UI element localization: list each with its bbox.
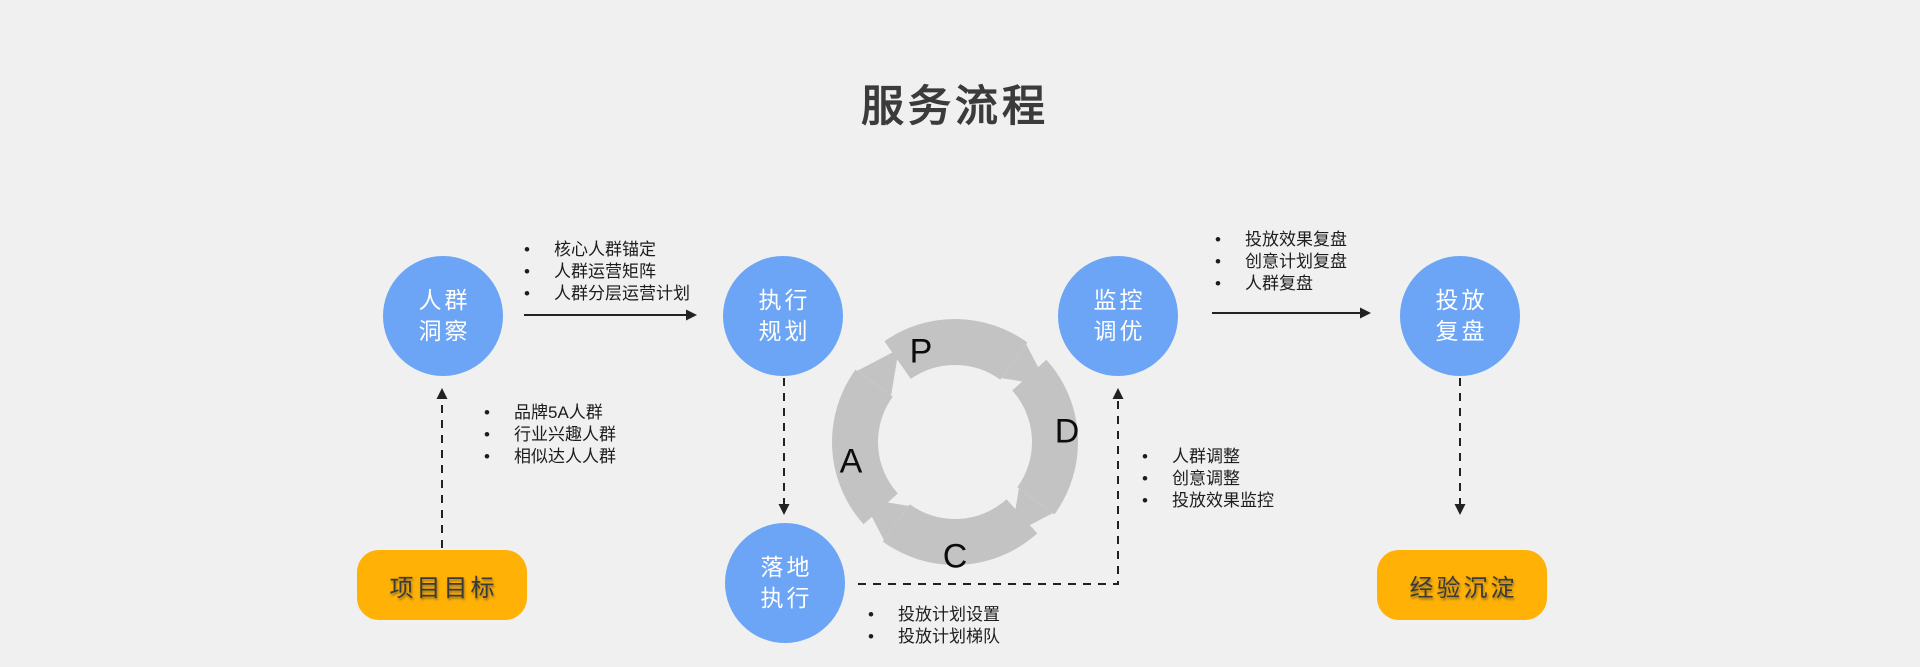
box-label: 项目目标 [389, 574, 498, 602]
list-item: 核心人群锚定 [524, 239, 690, 261]
pdca-letter-p: P [909, 332, 933, 371]
list-item: 行业兴趣人群 [484, 424, 616, 446]
node-label-line1: 投放 [1435, 287, 1488, 313]
list-item: 投放效果监控 [1142, 490, 1274, 512]
pdca-arc-do [1011, 359, 1078, 535]
node-label-line2: 规划 [758, 318, 811, 344]
list-item: 人群运营矩阵 [524, 261, 690, 283]
box-experience-accumulation: 经验沉淀 [1377, 550, 1547, 620]
pdca-letter-d: D [1054, 412, 1080, 451]
list-item: 人群分层运营计划 [524, 283, 690, 305]
node-landing-execution: 落地 执行 [725, 523, 845, 643]
list-item: 投放计划设置 [868, 604, 1000, 626]
list-monitoring-to-review: 投放效果复盘 创意计划复盘 人群复盘 [1215, 229, 1347, 295]
list-insight-to-planning: 核心人群锚定 人群运营矩阵 人群分层运营计划 [524, 239, 690, 305]
list-planning-to-execution: 投放计划设置 投放计划梯队 [868, 604, 1000, 648]
pdca-letter-a: A [839, 442, 863, 481]
node-execution-planning: 执行 规划 [723, 256, 843, 376]
box-project-goal: 项目目标 [357, 550, 527, 620]
node-campaign-review: 投放 复盘 [1400, 256, 1520, 376]
node-label-line2: 调优 [1093, 318, 1146, 344]
list-item: 人群调整 [1142, 446, 1274, 468]
list-item: 人群复盘 [1215, 273, 1347, 295]
pdca-arc-check [862, 498, 1038, 565]
pdca-letter-c: C [942, 537, 968, 576]
list-item: 投放计划梯队 [868, 626, 1000, 648]
list-item: 创意调整 [1142, 468, 1274, 490]
list-execution-to-monitoring: 人群调整 创意调整 投放效果监控 [1142, 446, 1274, 512]
node-label-line1: 执行 [758, 287, 811, 313]
box-label: 经验沉淀 [1409, 574, 1518, 602]
list-item: 品牌5A人群 [484, 402, 616, 424]
node-label-line2: 复盘 [1435, 318, 1488, 344]
dashed-landing-to-monitoring [858, 388, 1124, 585]
node-label-line2: 洞察 [418, 318, 471, 344]
list-goal-to-insight: 品牌5A人群 行业兴趣人群 相似达人人群 [484, 402, 616, 468]
page-title: 服务流程 [861, 83, 1049, 131]
pdca-arc-plan [884, 319, 1048, 386]
node-label-line1: 落地 [760, 554, 813, 580]
node-label-line1: 人群 [418, 287, 471, 313]
node-label-line2: 执行 [760, 585, 813, 611]
list-item: 相似达人人群 [484, 446, 616, 468]
pdca-arc-act [832, 349, 899, 525]
list-item: 创意计划复盘 [1215, 251, 1347, 273]
list-item: 投放效果复盘 [1215, 229, 1347, 251]
node-monitoring-tuning: 监控 调优 [1058, 256, 1178, 376]
node-audience-insight: 人群 洞察 [383, 256, 503, 376]
node-label-line1: 监控 [1093, 287, 1146, 313]
